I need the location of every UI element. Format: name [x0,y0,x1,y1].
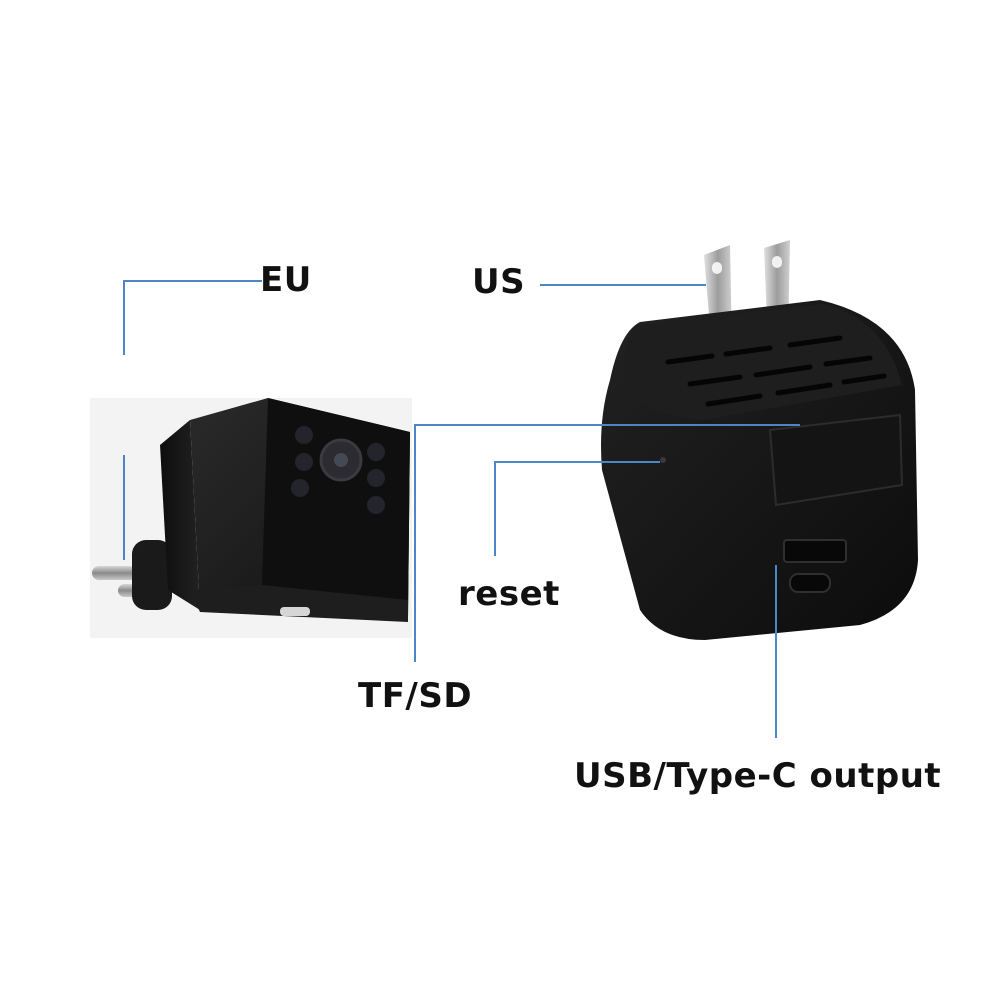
tf-card-cover [768,413,904,507]
eu-camera-device [90,398,412,638]
ir-led [295,426,313,444]
reset-label: reset [458,574,560,614]
eu-callout-line [123,280,262,355]
eu-usb-port [280,607,310,616]
us-label: US [472,262,526,302]
eu-bottom-ledge [190,585,408,622]
reset-callout-line [494,461,660,556]
eu-plug-pins [92,540,172,610]
ir-led [367,469,385,487]
ir-led [295,453,313,471]
reset-hole [660,457,666,463]
tf-sd-label: TF/SD [358,676,473,716]
us-camera-device [601,240,918,640]
callout-lines [123,280,800,738]
us-top-face [624,304,902,420]
usb-c-port [789,573,831,593]
eu-lens-panel [262,398,410,618]
usb-output-label: USB/Type-C output [574,756,942,796]
eu-side-face [160,420,200,610]
vent-slots [665,335,887,407]
usb-a-port [783,539,847,563]
ir-led [367,496,385,514]
tfsd-callout-line [414,424,800,662]
ir-led [367,443,385,461]
ir-led [291,479,309,497]
eu-label: EU [260,260,312,300]
